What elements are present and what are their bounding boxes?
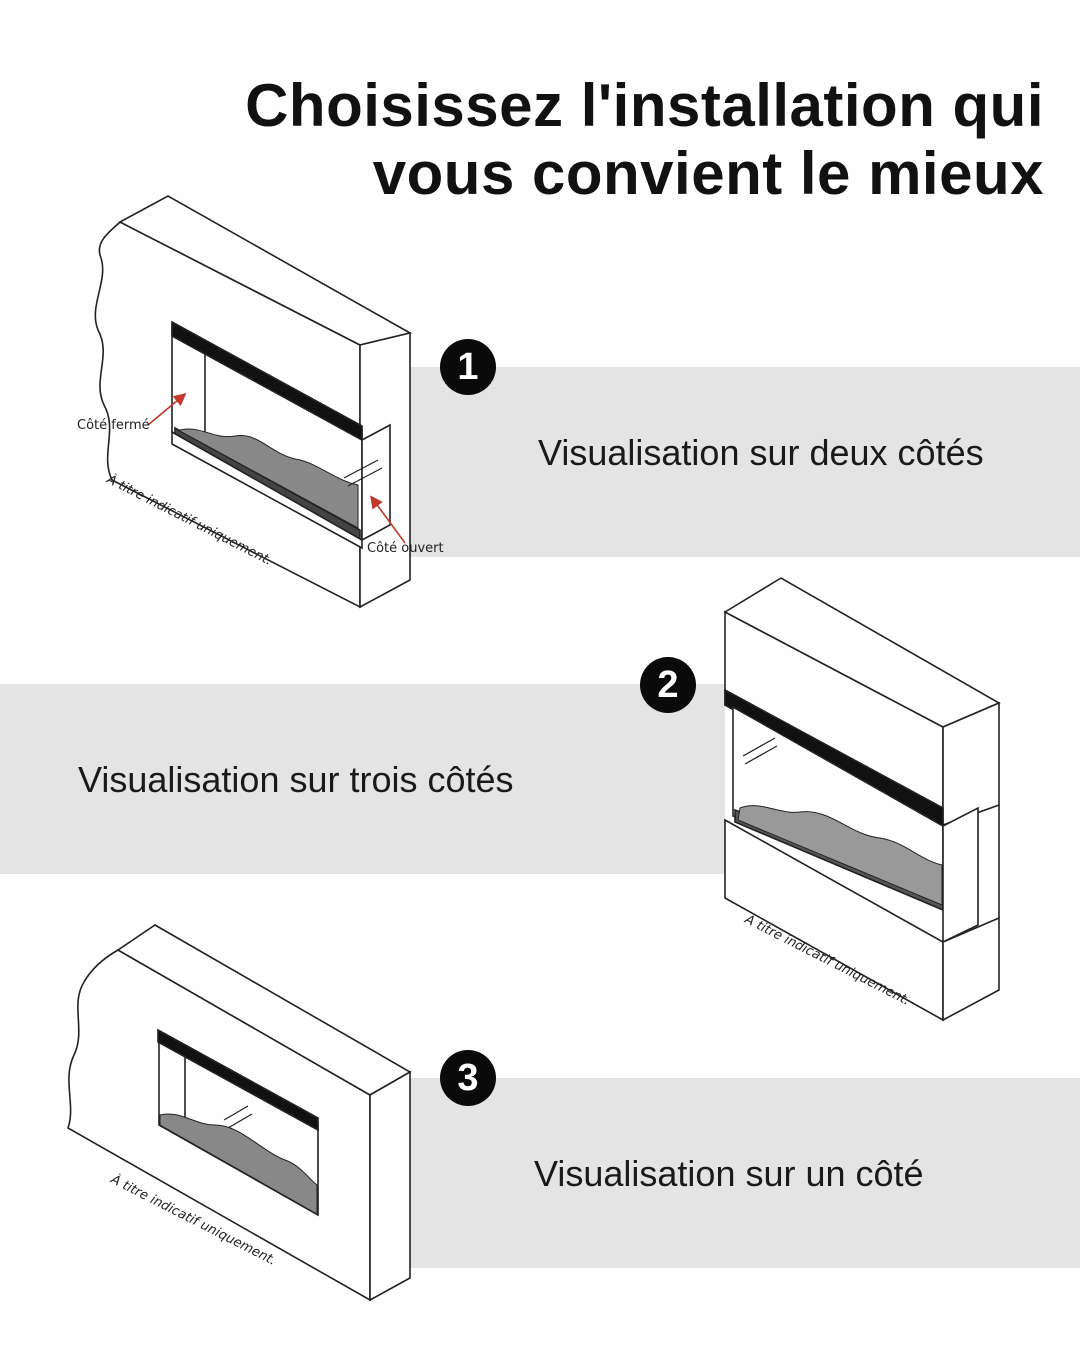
option-1-label: Visualisation sur deux côtés bbox=[538, 432, 984, 473]
fireplace-two-sided-illustration bbox=[94, 195, 413, 609]
fireplace-one-sided-illustration bbox=[67, 924, 412, 1302]
title-line-2: vous convient le mieux bbox=[372, 140, 1044, 207]
fireplace-three-sided-illustration bbox=[723, 577, 1001, 1022]
page-title: Choisissez l'installation qui vous convi… bbox=[144, 72, 1044, 208]
option-2-band bbox=[0, 684, 725, 874]
option-2-label: Visualisation sur trois côtés bbox=[78, 759, 514, 800]
option-1-band bbox=[410, 367, 1080, 557]
title-line-1: Choisissez l'installation qui bbox=[245, 72, 1044, 139]
closed-side-label: Côté fermé bbox=[77, 418, 150, 433]
option-3-label: Visualisation sur un côté bbox=[534, 1153, 924, 1194]
option-1-number-badge: 1 bbox=[440, 339, 496, 395]
option-3-band bbox=[410, 1078, 1080, 1268]
option-2-number-badge: 2 bbox=[640, 657, 696, 713]
option-3-number-badge: 3 bbox=[440, 1050, 496, 1106]
open-side-label: Côté ouvert bbox=[367, 541, 444, 556]
